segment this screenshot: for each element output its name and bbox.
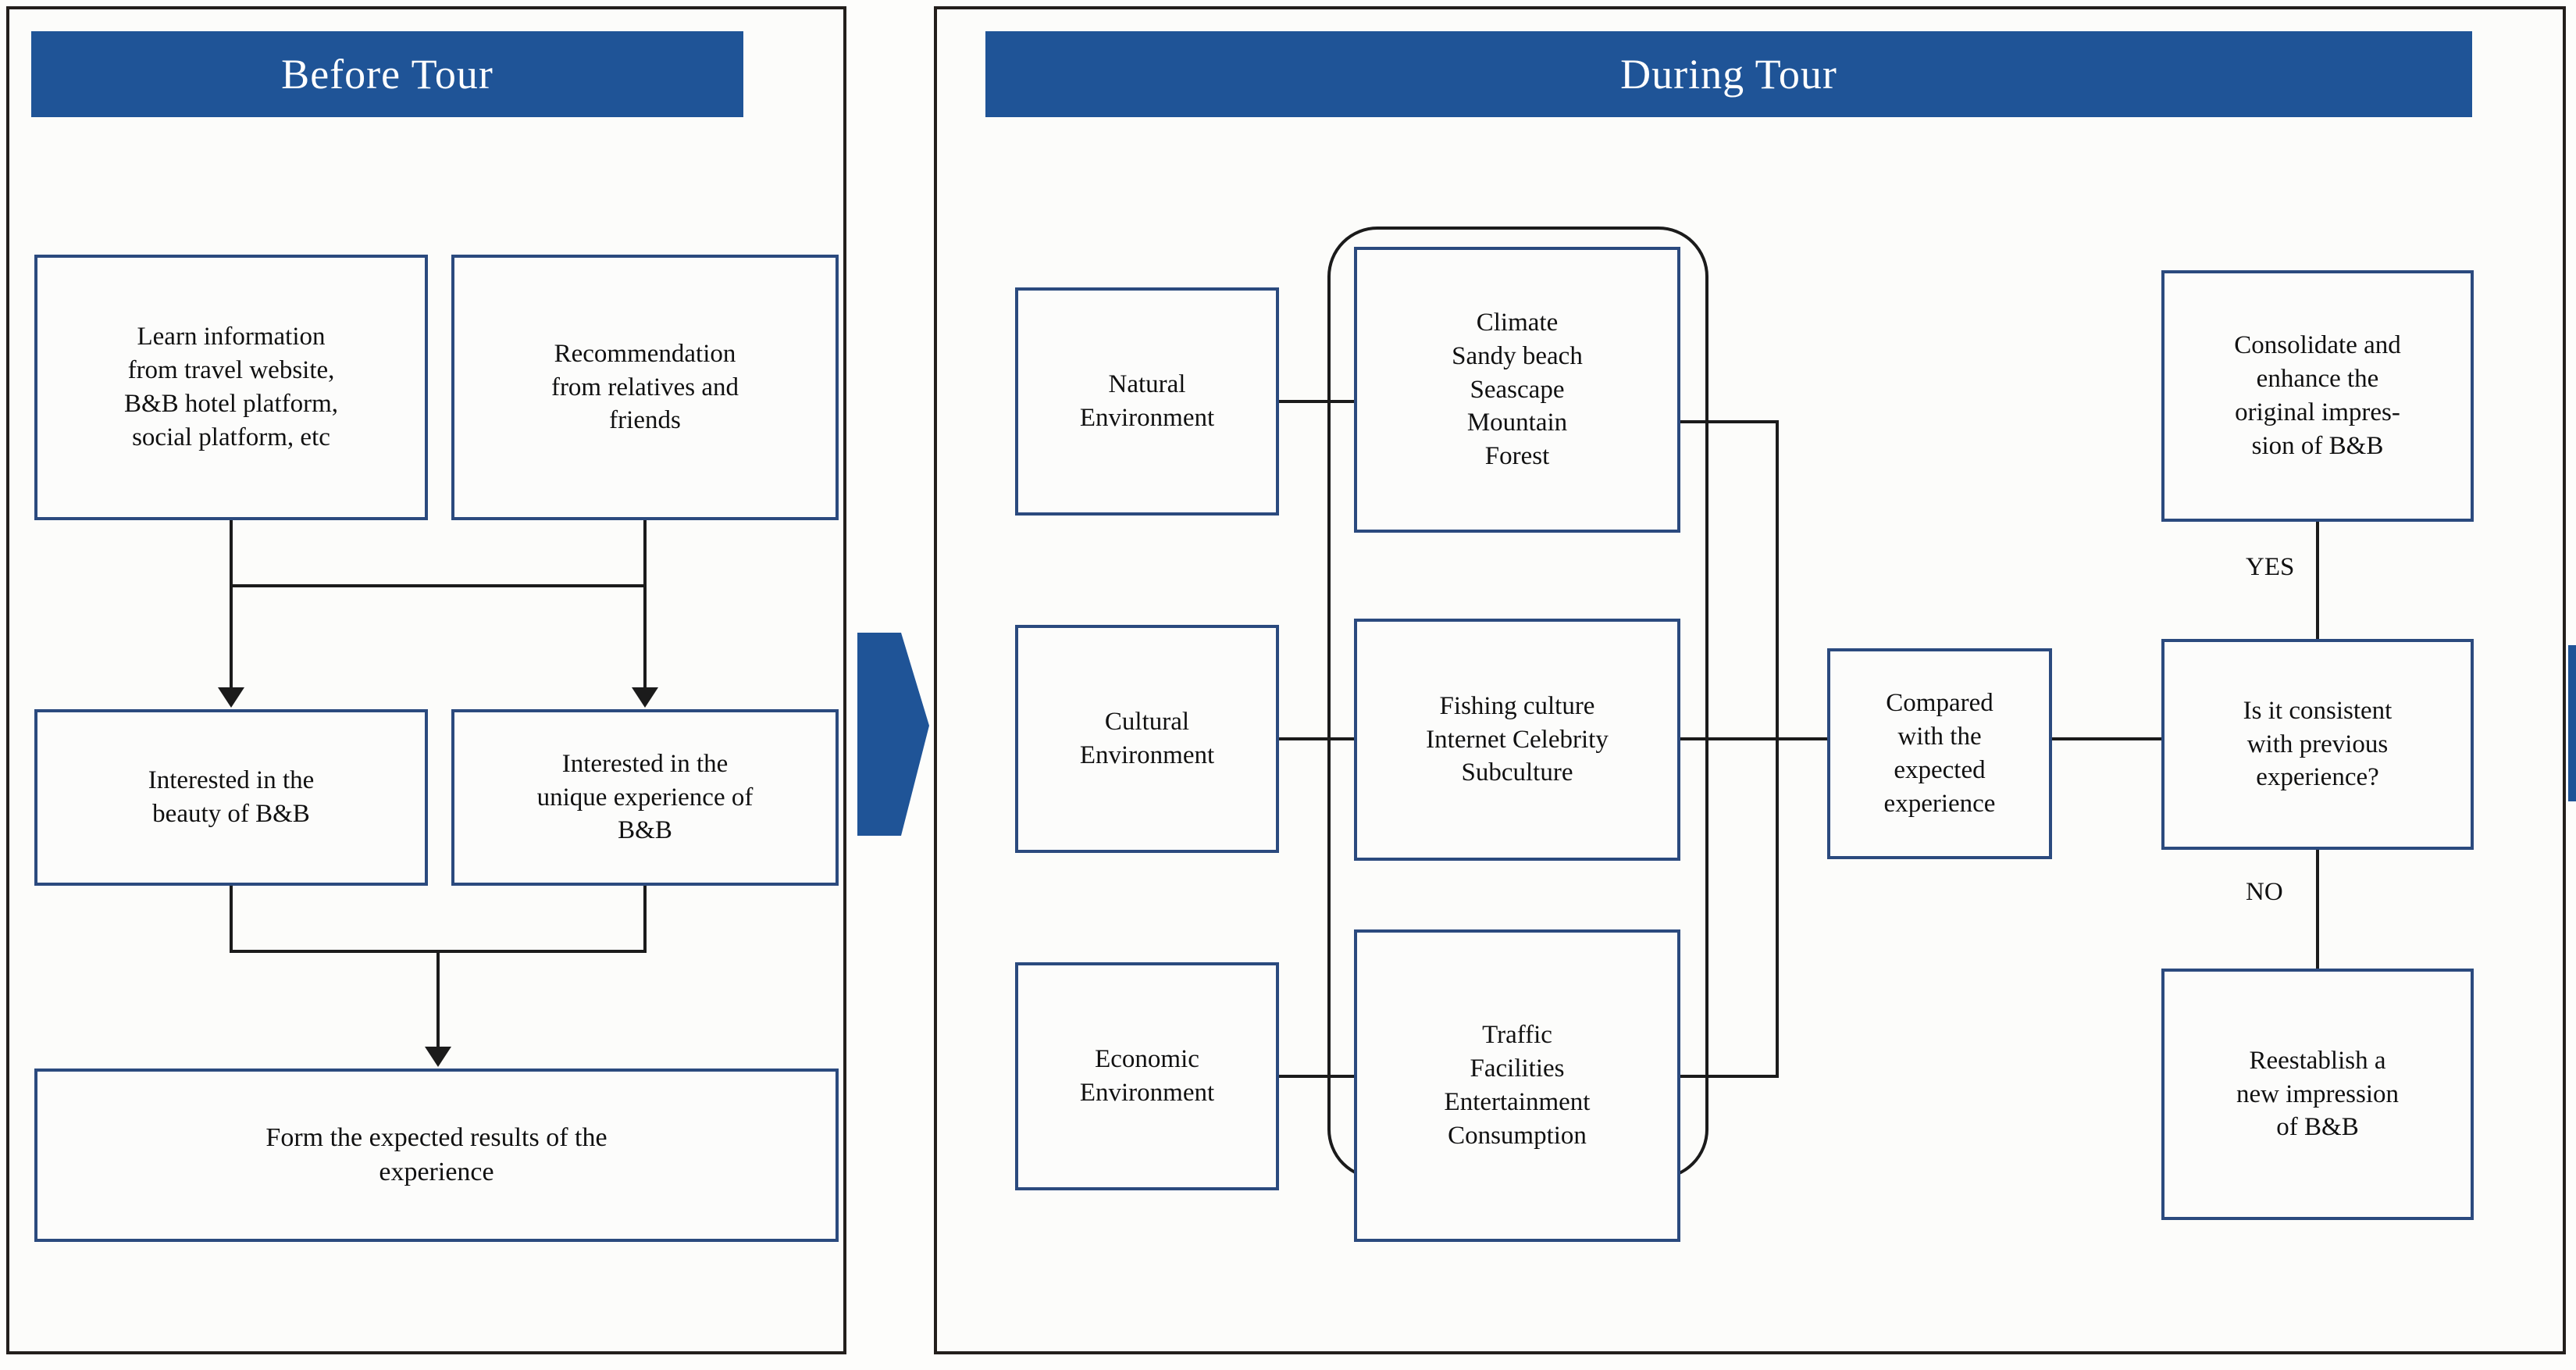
before-tour-header: Before Tour [31,31,743,117]
box-interested-beauty: Interested in the beauty of B&B [34,709,428,886]
box-interested-unique-text: Interested in the unique experience of B… [536,749,754,845]
box-interested-unique: Interested in the unique experience of B… [451,709,839,886]
connector-natural-to-details [1279,400,1356,403]
box-learn-information: Learn information from travel website, B… [34,255,428,520]
box-cultural-details: Fishing culture Internet Celebrity Subcu… [1354,619,1680,861]
box-learn-information-text: Learn information from travel website, B… [123,323,339,451]
box-form-expected-results-text: Form the expected results of the experie… [265,1122,607,1186]
connector-natdet-out [1680,420,1779,423]
arrowhead-to-beauty [218,687,244,708]
box-consolidate-enhance-text: Consolidate and enhance the original imp… [2234,331,2401,460]
connector-beauty-down [230,886,233,951]
connector-to-unique [643,584,647,687]
connector-merge-bracket [1776,420,1779,1078]
blue-right-arrow-partial-icon [2568,645,2576,801]
connector-to-form [436,950,440,1047]
connector-merge-top [230,584,647,587]
connector-cultural-to-details [1279,737,1356,740]
connector-economic-to-details [1279,1075,1356,1078]
connector-compare-to-decision [2052,737,2163,740]
during-tour-header: During Tour [985,31,2472,117]
box-compared-with-expected: Compared with the expected experience [1827,648,2052,859]
connector-to-beauty [230,584,233,687]
box-consolidate-enhance: Consolidate and enhance the original imp… [2161,270,2474,522]
box-cultural-details-text: Fishing culture Internet Celebrity Subcu… [1426,691,1609,787]
box-natural-details-text: Climate Sandy beach Seascape Mountain Fo… [1452,308,1583,471]
connector-ecodet-out [1680,1075,1779,1078]
box-cultural-environment-text: Cultural Environment [1079,708,1215,769]
connector-unique-down [643,886,647,951]
box-recommendation: Recommendation from relatives and friend… [451,255,839,520]
connector-recomm-down [643,520,647,586]
box-economic-environment: Economic Environment [1015,962,1279,1190]
connector-learn-down [230,520,233,586]
box-form-expected-results: Form the expected results of the experie… [34,1069,839,1242]
box-interested-beauty-text: Interested in the beauty of B&B [148,766,315,828]
box-recommendation-text: Recommendation from relatives and friend… [550,339,739,435]
box-compared-with-expected-text: Compared with the expected experience [1883,689,1996,818]
box-economic-details: Traffic Facilities Entertainment Consump… [1354,929,1680,1242]
box-is-it-consistent: Is it consistent with previous experienc… [2161,639,2474,850]
blue-right-arrow-icon [857,633,929,836]
box-cultural-environment: Cultural Environment [1015,625,1279,853]
box-economic-details-text: Traffic Facilities Entertainment Consump… [1444,1021,1591,1150]
box-is-it-consistent-text: Is it consistent with previous experienc… [2243,696,2393,792]
box-natural-environment-text: Natural Environment [1079,370,1215,432]
connector-culdet-out [1680,737,1829,740]
edge-label-yes: YES [2246,553,2295,581]
arrowhead-to-unique [632,687,658,708]
box-natural-details: Climate Sandy beach Seascape Mountain Fo… [1354,247,1680,533]
box-reestablish-impression: Reestablish a new impression of B&B [2161,969,2474,1220]
connector-decision-yes [2316,522,2319,640]
box-natural-environment: Natural Environment [1015,287,1279,516]
connector-decision-no [2316,848,2319,970]
edge-label-no: NO [2246,878,2283,906]
arrowhead-to-form [425,1047,451,1067]
box-reestablish-impression-text: Reestablish a new impression of B&B [2236,1046,2400,1142]
box-economic-environment-text: Economic Environment [1079,1045,1215,1107]
